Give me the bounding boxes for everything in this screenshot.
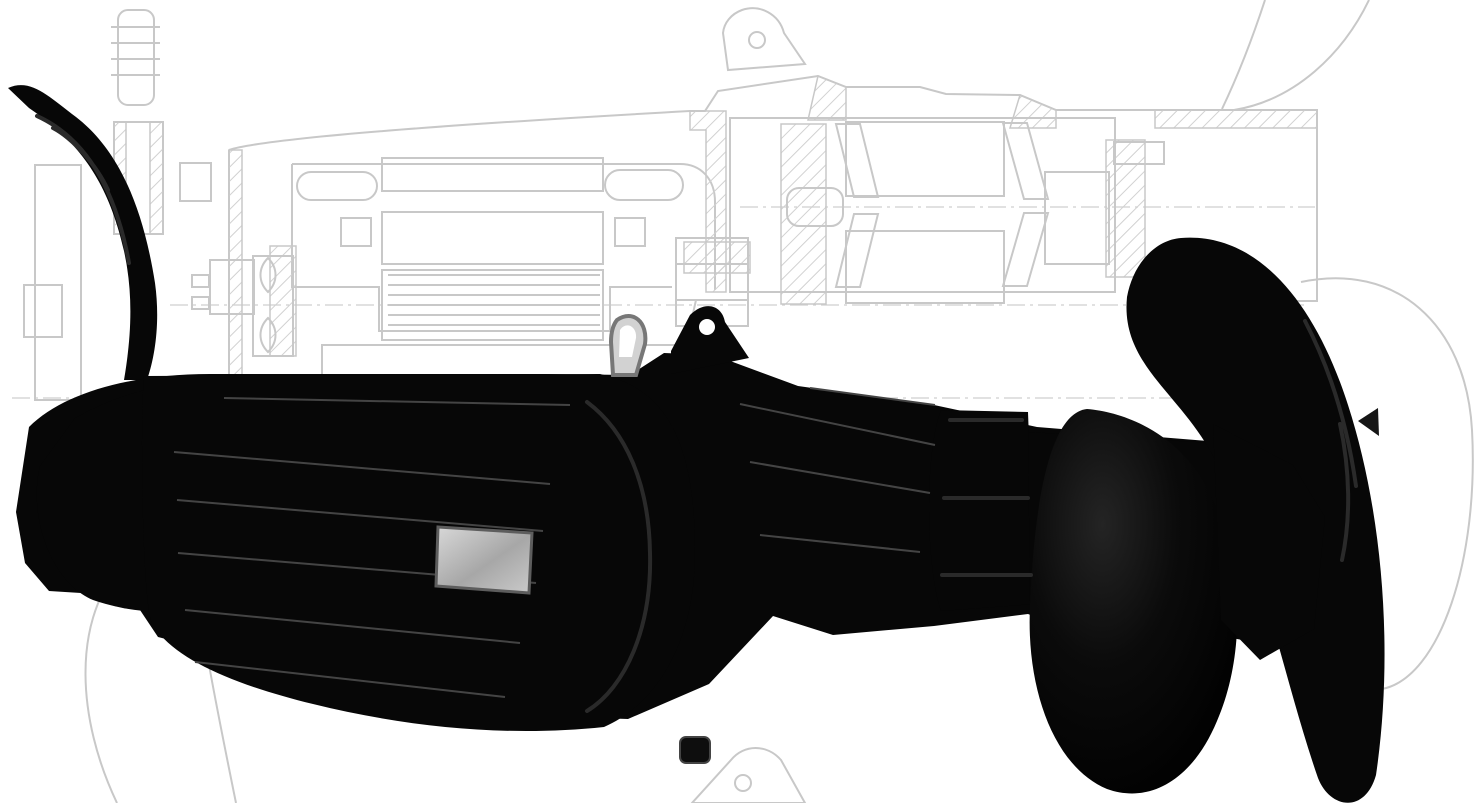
submersible-mixer-photo — [8, 85, 1385, 803]
technical-drawing-background — [12, 0, 1474, 803]
